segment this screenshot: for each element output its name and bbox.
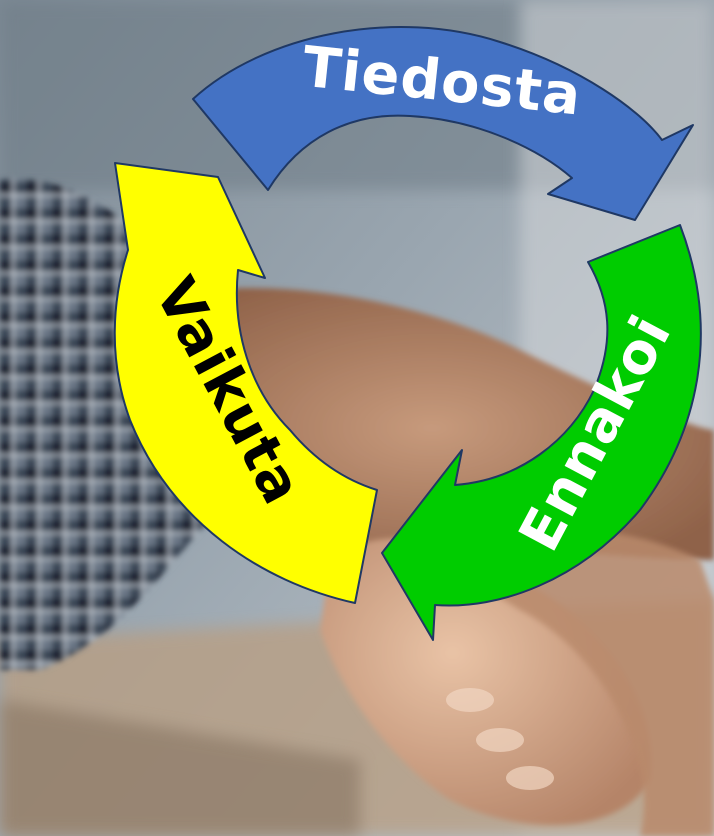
ennakoi-arrow (381, 224, 702, 641)
vaikuta-arrow (113, 162, 378, 604)
tiedosta-arrow (192, 26, 694, 221)
